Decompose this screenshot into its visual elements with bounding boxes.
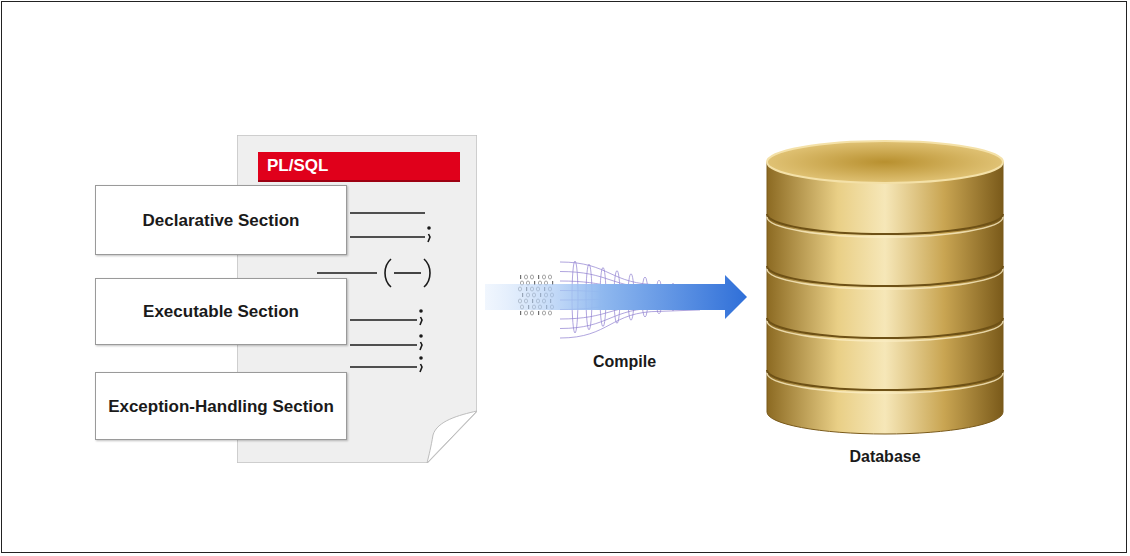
- compile-arrow: [485, 275, 747, 319]
- section-box: Exception-Handling Section: [95, 372, 347, 440]
- tab-title: PL/SQL: [267, 156, 328, 176]
- section-label: Declarative Section: [135, 205, 308, 236]
- section-box: Declarative Section: [95, 185, 347, 255]
- edge-label: Compile: [591, 353, 658, 371]
- section-label: Exception-Handling Section: [100, 391, 342, 422]
- section-label: Executable Section: [135, 296, 307, 327]
- section-box: Executable Section: [95, 278, 347, 345]
- database-label: Database: [765, 448, 1005, 466]
- database-cylinder: Database: [765, 140, 1005, 475]
